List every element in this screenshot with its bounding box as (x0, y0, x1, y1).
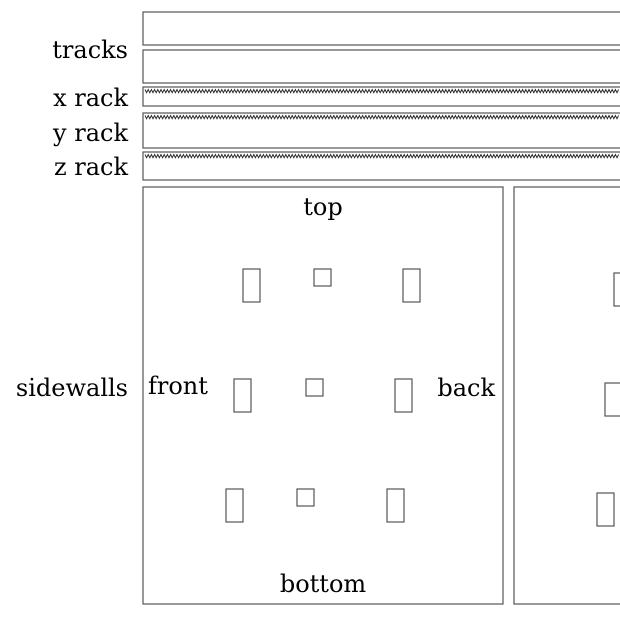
cutout-square (313, 268, 332, 287)
sidewall-panel-1: top bottom front back (142, 186, 504, 605)
cutout-slot (386, 488, 405, 523)
track-bar-1 (142, 11, 620, 46)
sidewalls-label: sidewalls (16, 374, 128, 402)
cutout-slot (402, 268, 421, 303)
panel-front-label: front (148, 372, 208, 400)
x-rack-label: x rack (53, 84, 128, 112)
z-rack-teeth (144, 153, 620, 159)
track-bar-2 (142, 49, 620, 84)
cutout-slot (613, 272, 620, 307)
panel-top-label: top (303, 193, 342, 221)
x-rack-bar (142, 86, 620, 107)
cutout-square (296, 488, 315, 507)
sidewall-panel-2 (513, 186, 620, 605)
cutout-slot (394, 378, 413, 413)
z-rack-label: z rack (54, 153, 128, 181)
cutout-square (305, 378, 324, 397)
cutout-slot (242, 268, 261, 303)
y-rack-label: y rack (52, 119, 128, 147)
z-rack-bar (142, 151, 620, 181)
panel-back-label: back (437, 374, 495, 402)
y-rack-bar (142, 112, 620, 149)
panel-bottom-label: bottom (280, 570, 367, 598)
cutout-slot (225, 488, 244, 523)
y-rack-teeth (144, 114, 620, 120)
x-rack-teeth (144, 88, 620, 94)
tracks-label: tracks (52, 36, 128, 64)
cutout-slot (604, 382, 620, 417)
cutout-slot (233, 378, 252, 413)
cutout-slot (596, 492, 615, 527)
